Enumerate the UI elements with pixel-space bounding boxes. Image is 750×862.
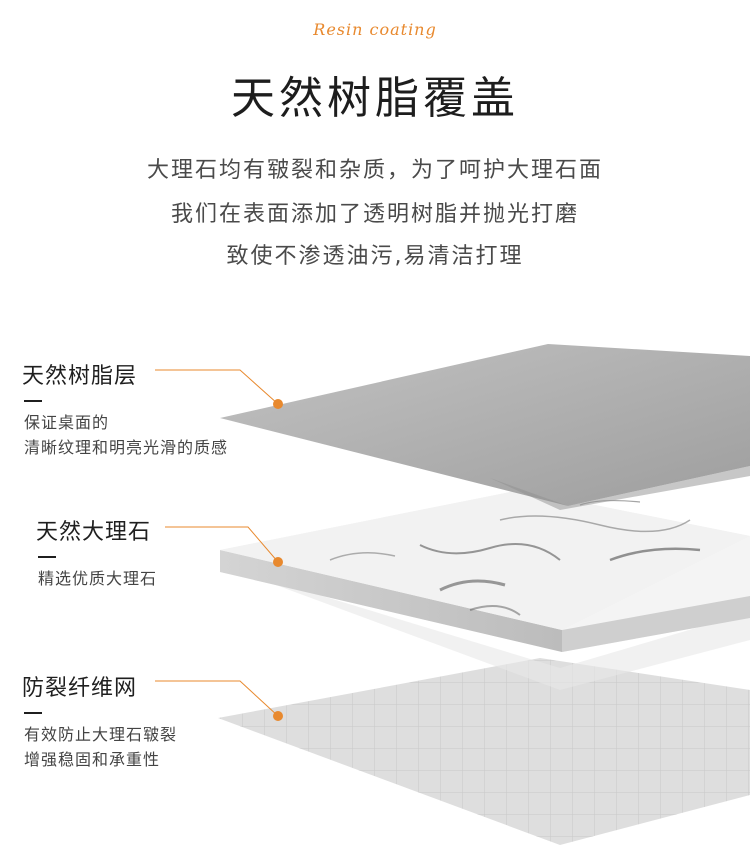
callout-dot-marble [273,557,283,567]
layer-desc-resin: 保证桌面的 清晰纹理和明亮光滑的质感 [24,410,228,460]
script-label: Resin coating [313,20,437,39]
layer-desc-mesh-2: 增强稳固和承重性 [24,750,161,769]
callout-dot-resin [273,399,283,409]
layer-dash-resin [24,400,42,402]
desc-line-3: 致使不渗透油污,易清洁打理 [226,244,524,269]
desc-line-1: 大理石均有皲裂和杂质，为了呵护大理石面 [146,158,603,183]
resin-layer [220,344,750,510]
layer-desc-marble-1: 精选优质大理石 [38,569,158,588]
layer-desc-mesh-1: 有效防止大理石皲裂 [24,725,178,744]
layer-title-marble: 天然大理石 [36,520,152,545]
layer-desc-resin-1: 保证桌面的 [24,413,110,432]
layer-dash-marble [38,556,56,558]
layer-desc-mesh: 有效防止大理石皲裂 增强稳固和承重性 [24,722,177,772]
layer-title-resin: 天然树脂层 [22,364,138,389]
mesh-layer [218,658,750,845]
marble-shadow [230,568,750,690]
marble-slab [220,490,750,652]
callout-dot-mesh [273,711,283,721]
layer-desc-resin-2: 清晰纹理和明亮光滑的质感 [24,438,229,457]
desc-line-2: 我们在表面添加了透明树脂并抛光打磨 [170,202,579,227]
layer-dash-mesh [24,712,42,714]
layer-desc-marble: 精选优质大理石 [38,566,157,591]
layer-title-mesh: 防裂纤维网 [22,676,138,701]
page-title: 天然树脂覆盖 [231,73,519,124]
